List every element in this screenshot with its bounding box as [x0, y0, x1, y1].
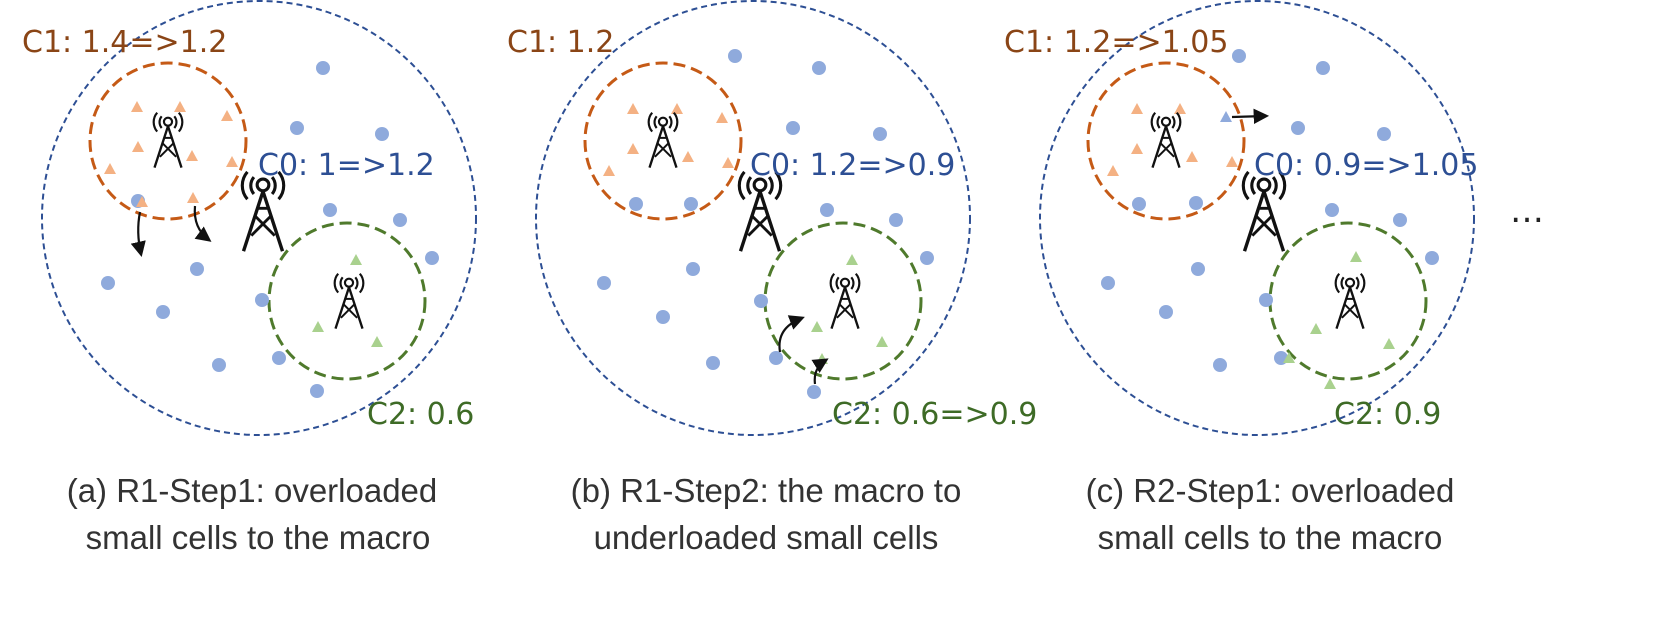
caption-line-2: underloaded small cells [594, 519, 939, 556]
c0-load-label: C0: 0.9=>1.05 [1254, 148, 1478, 183]
c2-users [1283, 251, 1395, 389]
caption-line-1: (a) R1-Step1: overloaded [67, 472, 438, 509]
c0-load-label: C0: 1.2=>0.9 [750, 148, 955, 183]
macro-cell-circle [1039, 0, 1475, 436]
c2-load-label: C2: 0.6 [367, 397, 474, 432]
cell-tower-icon [333, 272, 365, 330]
small-cell-c1-circle [1086, 61, 1246, 221]
cell-tower-icon [152, 111, 184, 169]
cell-tower-icon [1241, 170, 1287, 253]
cell-tower-icon [647, 111, 679, 169]
caption-line-2: small cells to the macro [1098, 519, 1443, 556]
c2-load-label: C2: 0.6=>0.9 [832, 397, 1037, 432]
macro-cell-circle [535, 0, 971, 436]
small-cell-c2-circle [267, 221, 427, 381]
panel-a: C1: 1.4=>1.2 C0: 1=>1.2 C2: 0.6 (a) R1-S… [22, 0, 477, 556]
caption-line-1: (b) R1-Step2: the macro to [571, 472, 962, 509]
cell-tower-icon [1150, 111, 1182, 169]
moved-user [1220, 111, 1232, 122]
user-dots [1101, 49, 1439, 372]
panel-b: C1: 1.2 C0: 1.2=>0.9 C2: 0.6=>0.9 (b) R1… [507, 0, 1037, 556]
small-cell-c1-circle [583, 61, 743, 221]
c1-users [1107, 103, 1238, 176]
cell-tower-icon [829, 272, 861, 330]
caption-line-1: (c) R2-Step1: overloaded [1086, 472, 1455, 509]
continuation-ellipsis: … [1510, 191, 1544, 231]
c2-load-label: C2: 0.9 [1334, 397, 1441, 432]
cell-tower-icon [240, 170, 286, 253]
c1-users [104, 101, 238, 207]
cell-tower-icon [737, 170, 783, 253]
user-dots [597, 49, 934, 399]
small-cell-c2-circle [763, 221, 923, 381]
c2-users [811, 254, 888, 364]
caption-line-2: small cells to the macro [86, 519, 431, 556]
c1-load-label: C1: 1.2 [507, 25, 614, 60]
panel-c: C1: 1.2=>1.05 C0: 0.9=>1.05 C2: 0.9 (c) … [1004, 0, 1478, 556]
c1-users [603, 103, 734, 176]
handover-arrows [778, 315, 829, 385]
c2-users [312, 254, 383, 347]
small-cell-c1-circle [88, 61, 248, 221]
macro-cell-circle [41, 0, 477, 436]
c1-load-label: C1: 1.2=>1.05 [1004, 25, 1228, 60]
cell-tower-icon [1334, 272, 1366, 330]
small-cell-c2-circle [1268, 221, 1428, 381]
handover-arrows [1231, 108, 1270, 125]
c1-load-label: C1: 1.4=>1.2 [22, 25, 227, 60]
handover-arrows [130, 205, 212, 258]
c0-load-label: C0: 1=>1.2 [258, 148, 435, 183]
